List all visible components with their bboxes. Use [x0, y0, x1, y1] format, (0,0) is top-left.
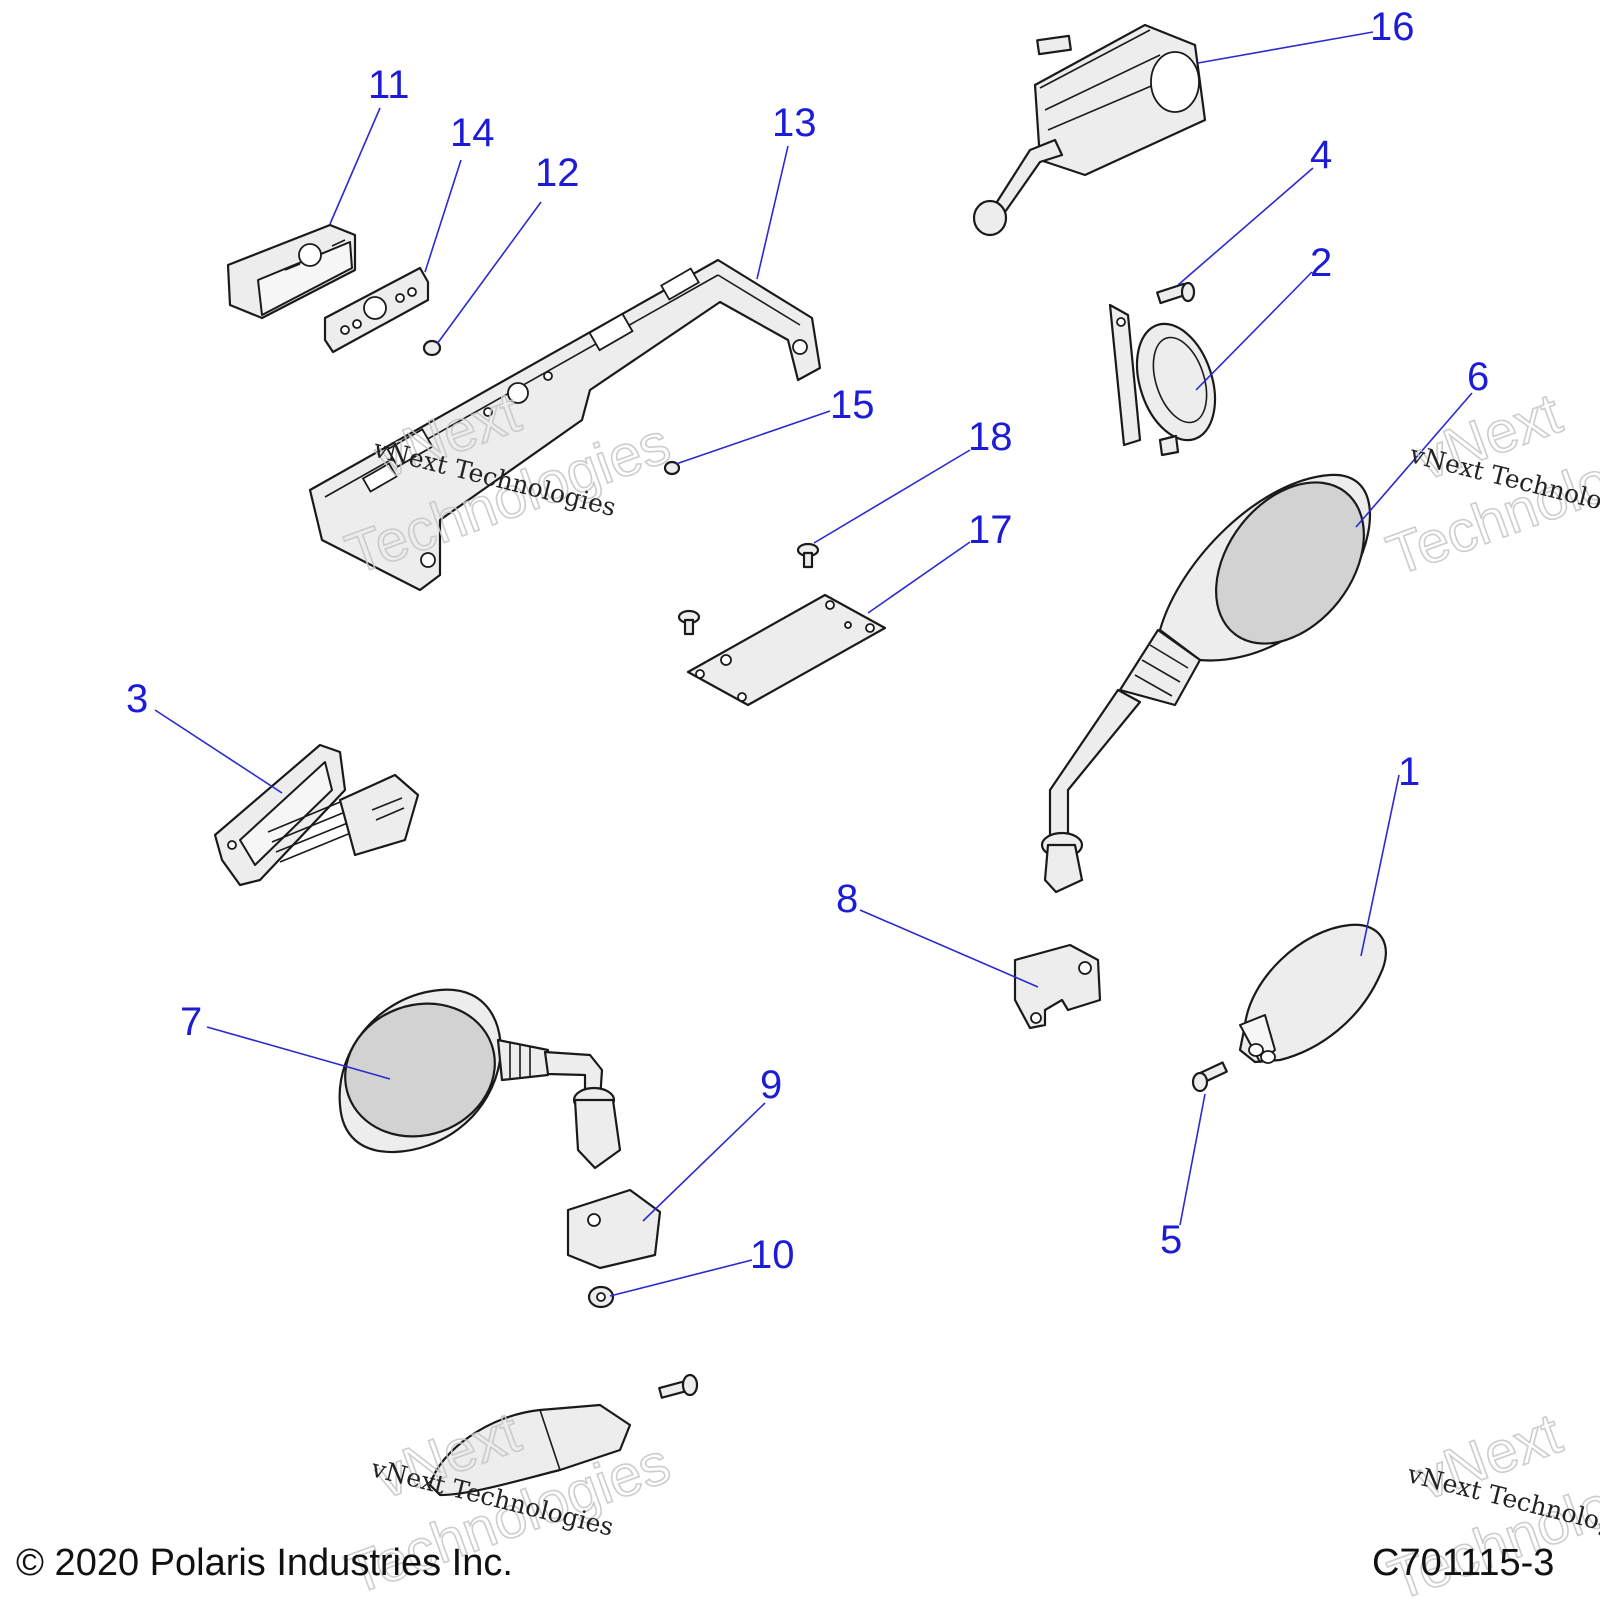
part-7-left-mirror: [338, 988, 622, 1170]
part-13-bracket: [308, 258, 822, 592]
callout-7: 7: [180, 1000, 202, 1044]
callout-13: 13: [772, 101, 817, 145]
callout-8: 8: [836, 877, 858, 921]
leader-lines: [154, 31, 1473, 1297]
part-5-screw: [1191, 1061, 1228, 1093]
part-11-light-housing: [226, 223, 357, 320]
part-4-screw: [1156, 281, 1196, 305]
callout-3: 3: [126, 677, 148, 721]
part-1-turn-signal: [1238, 923, 1387, 1064]
part-8-clamp: [1013, 943, 1102, 1030]
callout-1: 1: [1398, 750, 1420, 794]
lower-turn-signal: [428, 1403, 632, 1497]
callout-18: 18: [968, 415, 1013, 459]
part-17-plate: [686, 593, 887, 707]
callout-5: 5: [1160, 1218, 1182, 1262]
callout-12: 12: [535, 151, 580, 195]
lower-screw: [658, 1373, 699, 1399]
callout-11: 11: [368, 63, 410, 107]
callout-15: 15: [830, 383, 875, 427]
part-18-rivet: [677, 542, 820, 636]
part-14-gasket: [323, 266, 430, 354]
callout-6: 6: [1467, 355, 1489, 399]
part-3-connector-module: [213, 743, 420, 887]
copyright-text: © 2020 Polaris Industries Inc.: [16, 1542, 513, 1584]
callout-9: 9: [760, 1063, 782, 1107]
callout-14: 14: [450, 111, 495, 155]
part-6-right-mirror: [1040, 473, 1372, 894]
part-2-horn: [1108, 303, 1217, 457]
part-16-switch-assembly: [972, 23, 1207, 237]
callout-16: 16: [1370, 5, 1415, 49]
callout-10: 10: [750, 1233, 795, 1277]
callout-numbers: 16 4 2 6 1 5 11 14 12 13 15 18 17 3 8 7 …: [126, 5, 1489, 1277]
part-15-screw: [663, 460, 681, 476]
callout-17: 17: [968, 508, 1013, 552]
part-10-nut: [587, 1285, 615, 1309]
part-12-nut: [422, 339, 442, 357]
callout-4: 4: [1310, 133, 1332, 177]
part-9-clamp: [566, 1188, 662, 1270]
figure-id: C701115-3: [1372, 1542, 1554, 1584]
callout-2: 2: [1310, 241, 1332, 285]
